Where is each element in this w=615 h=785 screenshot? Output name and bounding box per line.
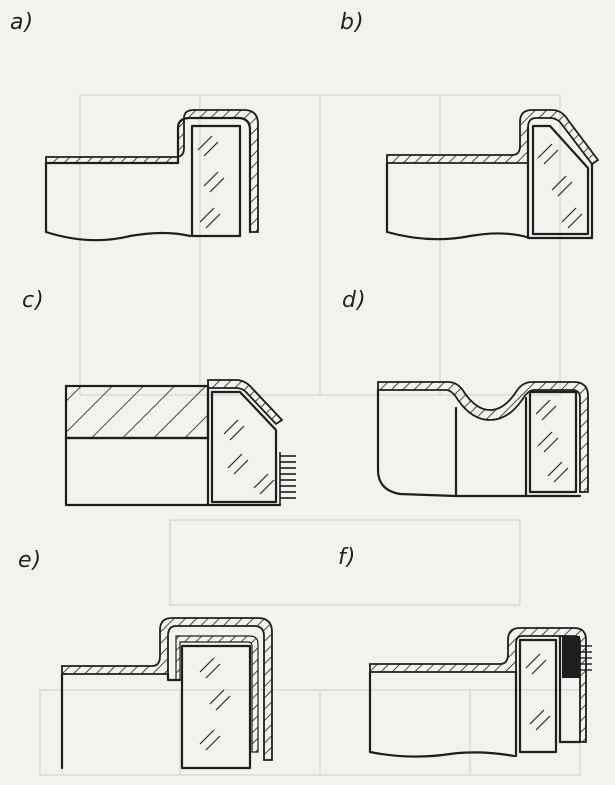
sealant-bead-c: [279, 452, 296, 504]
panel-a-drawing: [44, 109, 259, 242]
panel-d-drawing: [376, 381, 589, 498]
panel-label-e: e): [18, 548, 43, 573]
sealant-fill-f: [562, 636, 580, 678]
panel-label-f: f): [338, 545, 357, 570]
panel-label-d: d): [342, 288, 367, 313]
panel-e-drawing: [60, 617, 273, 770]
panel-label-a: a): [10, 10, 35, 35]
panel-label-b: b): [340, 10, 365, 35]
panel-label-c: c): [22, 288, 45, 313]
panel-f-drawing: [368, 627, 592, 758]
panel-b-drawing: [385, 109, 600, 241]
panel-c-drawing: [64, 379, 296, 507]
